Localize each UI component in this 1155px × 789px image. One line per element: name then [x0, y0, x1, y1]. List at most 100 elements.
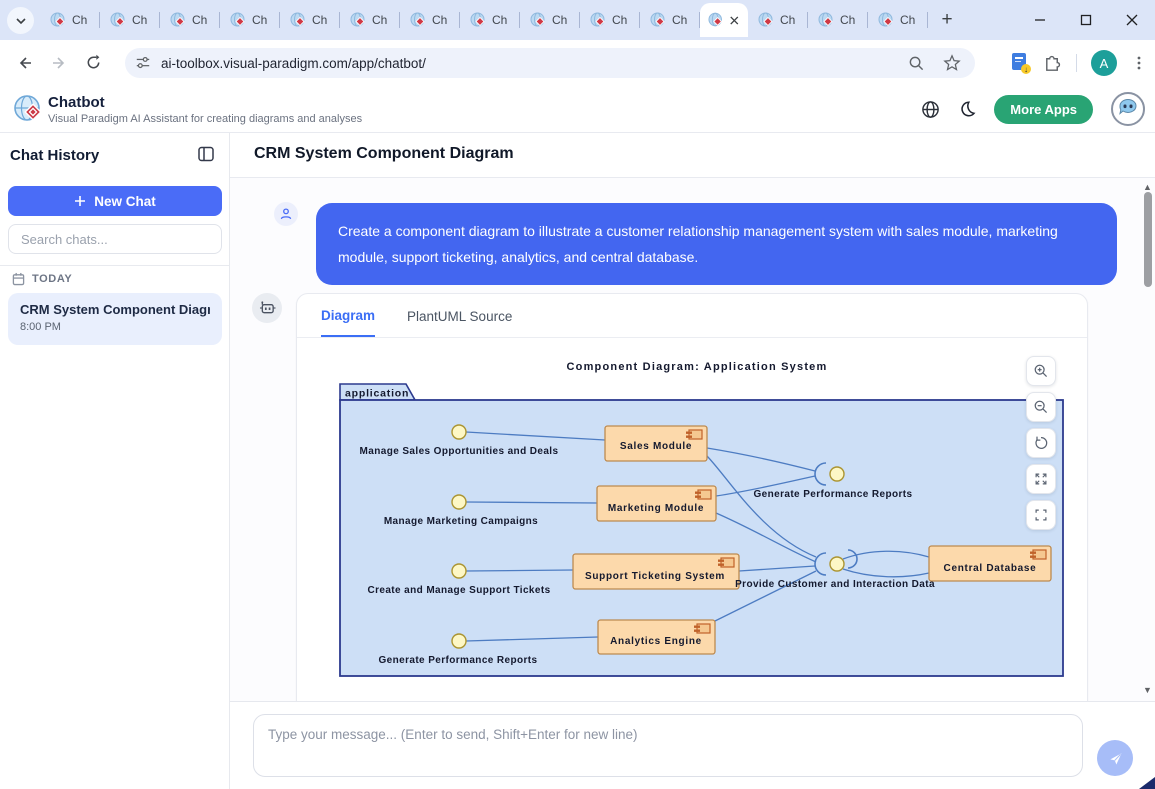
user-icon — [280, 208, 292, 220]
back-button[interactable] — [8, 46, 42, 80]
reset-rotate-icon — [1035, 436, 1048, 449]
scrollbar-down-arrow[interactable]: ▼ — [1143, 685, 1152, 695]
browser-menu-icon[interactable] — [1131, 55, 1147, 71]
component-central-database[interactable]: Central Database — [928, 545, 1052, 582]
browser-tab[interactable]: Ch — [640, 0, 700, 40]
fit-to-screen-button[interactable] — [1026, 464, 1056, 494]
url-bar[interactable]: ai-toolbox.visual-paradigm.com/app/chatb… — [125, 48, 975, 78]
message-input[interactable] — [253, 714, 1083, 777]
tab-diagram[interactable]: Diagram — [321, 295, 376, 337]
tab-label: Ch — [900, 13, 916, 27]
tab-label: Ch — [252, 13, 268, 27]
browser-tab[interactable]: Ch — [580, 0, 640, 40]
new-chat-label: New Chat — [94, 193, 156, 209]
send-plane-icon — [1109, 752, 1121, 764]
language-globe-icon[interactable] — [921, 100, 940, 119]
browser-profile-avatar[interactable]: A — [1091, 50, 1117, 76]
browser-tab-active[interactable] — [700, 3, 748, 37]
scrollbar-up-arrow[interactable]: ▲ — [1143, 182, 1152, 192]
forward-button[interactable] — [42, 46, 76, 80]
new-tab-button[interactable]: + — [941, 9, 953, 30]
browser-tab[interactable]: Ch — [868, 0, 928, 40]
plus-icon — [75, 196, 86, 206]
browser-tab[interactable]: Ch — [100, 0, 160, 40]
browser-tab[interactable]: Ch — [460, 0, 520, 40]
maximize-button[interactable] — [1063, 0, 1109, 40]
app-title: Chatbot — [48, 94, 105, 111]
svg-text:Marketing Module: Marketing Module — [608, 503, 704, 514]
scrollbar-thumb[interactable] — [1144, 192, 1152, 287]
minimize-icon — [1035, 19, 1045, 21]
component-analytics-engine[interactable]: Analytics Engine — [597, 619, 716, 655]
browser-tab[interactable]: Ch — [40, 0, 100, 40]
page-title: CRM System Component Diagram — [254, 145, 514, 162]
interface-circle-support — [451, 563, 467, 579]
chatbot-avatar[interactable] — [1111, 92, 1145, 126]
expand-arrows-icon — [1035, 473, 1047, 485]
tab-label: Ch — [780, 13, 796, 27]
reload-button[interactable] — [76, 46, 110, 80]
browser-tab[interactable]: Ch — [400, 0, 460, 40]
extensions-puzzle-icon[interactable] — [1043, 54, 1062, 73]
chatbot-face-icon — [1119, 99, 1137, 115]
browser-tab[interactable]: Ch — [808, 0, 868, 40]
visual-paradigm-favicon — [410, 12, 425, 27]
zoom-in-icon — [1034, 364, 1048, 378]
search-chats-input[interactable] — [8, 224, 222, 254]
browser-tab[interactable]: Ch — [340, 0, 400, 40]
tab-label: Ch — [192, 13, 208, 27]
zoom-out-button[interactable] — [1026, 392, 1056, 422]
component-diagram[interactable]: Component Diagram: Application System ap… — [310, 350, 1073, 690]
send-button[interactable] — [1097, 740, 1133, 776]
maximize-icon — [1080, 14, 1092, 26]
browser-tab[interactable]: Ch — [748, 0, 808, 40]
browser-tab[interactable]: Ch — [220, 0, 280, 40]
close-window-button[interactable] — [1109, 0, 1155, 40]
reset-view-button[interactable] — [1026, 428, 1056, 458]
minimize-button[interactable] — [1017, 0, 1063, 40]
tab-label: Ch — [492, 13, 508, 27]
fullscreen-button[interactable] — [1026, 500, 1056, 530]
conversation-titlebar: CRM System Component Diagram — [230, 133, 1155, 178]
tab-label: Ch — [132, 13, 148, 27]
visual-paradigm-favicon — [758, 12, 773, 27]
zoom-icon[interactable] — [908, 55, 925, 72]
chat-history-item[interactable]: CRM System Component Diagr... 8:00 PM — [8, 293, 222, 345]
component-sales-module[interactable]: Sales Module — [604, 425, 708, 462]
socket-data — [814, 552, 827, 576]
browser-tab[interactable]: Ch — [160, 0, 220, 40]
visual-paradigm-favicon — [650, 12, 665, 27]
component-support-ticketing[interactable]: Support Ticketing System — [572, 553, 740, 590]
visual-paradigm-favicon — [470, 12, 485, 27]
tab-label: Ch — [840, 13, 856, 27]
close-tab-icon[interactable] — [729, 15, 740, 26]
visual-paradigm-logo — [14, 95, 42, 121]
browser-tab[interactable]: Ch — [280, 0, 340, 40]
calendar-icon — [12, 272, 25, 286]
tab-label: Ch — [312, 13, 328, 27]
url-text: ai-toolbox.visual-paradigm.com/app/chatb… — [161, 55, 426, 71]
composer-bar — [230, 701, 1155, 789]
user-avatar — [274, 202, 298, 226]
zoom-in-button[interactable] — [1026, 356, 1056, 386]
more-apps-button[interactable]: More Apps — [994, 94, 1093, 124]
assembly-connectors: Generate Performance Reports Provide Cus… — [735, 462, 935, 590]
pdf-extension-icon[interactable]: ↓ — [1012, 53, 1031, 74]
today-section-label: TODAY — [32, 273, 73, 285]
visual-paradigm-favicon — [530, 12, 545, 27]
bookmark-star-icon[interactable] — [943, 54, 961, 72]
browser-tab[interactable]: Ch — [520, 0, 580, 40]
svg-text:Sales Module: Sales Module — [620, 441, 692, 452]
tab-search-button[interactable] — [7, 7, 34, 34]
window-controls — [1017, 0, 1155, 40]
svg-text:Support Ticketing System: Support Ticketing System — [585, 571, 725, 582]
new-chat-button[interactable]: New Chat — [8, 186, 222, 216]
collapse-sidebar-button[interactable] — [197, 145, 215, 163]
tab-plantuml-source[interactable]: PlantUML Source — [407, 308, 513, 324]
chat-scrollbar[interactable]: ▲ ▼ — [1141, 180, 1155, 700]
connector-lines — [465, 431, 930, 642]
dark-mode-moon-icon[interactable] — [958, 100, 976, 118]
zoom-out-icon — [1034, 400, 1048, 414]
component-marketing-module[interactable]: Marketing Module — [596, 485, 717, 522]
user-message-bubble: Create a component diagram to illustrate… — [316, 203, 1117, 285]
